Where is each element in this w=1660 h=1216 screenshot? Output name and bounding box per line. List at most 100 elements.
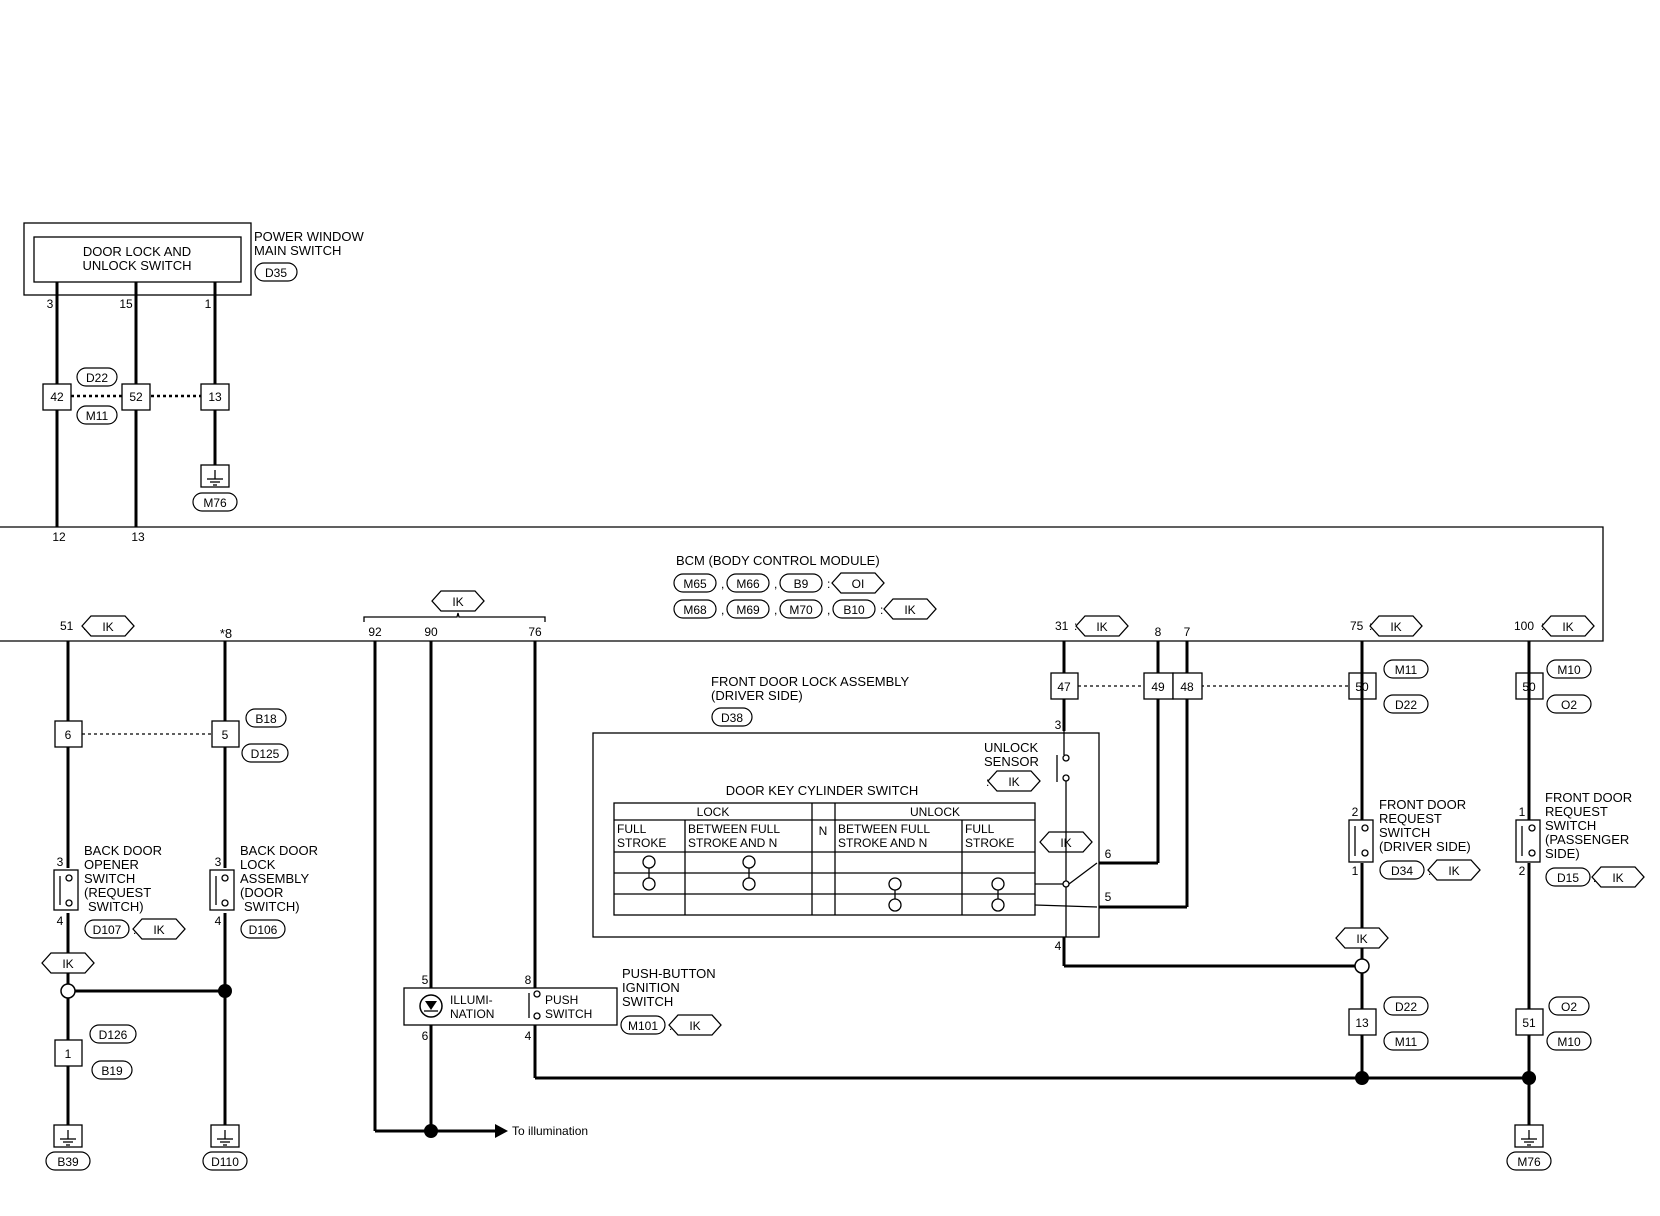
svg-text:5: 5 bbox=[422, 973, 429, 987]
pin-1: 1 bbox=[205, 297, 212, 311]
jpin-13: 13 bbox=[208, 390, 222, 404]
svg-text:IGNITION: IGNITION bbox=[622, 980, 680, 995]
svg-text:SENSOR: SENSOR bbox=[984, 754, 1039, 769]
conn-m11-b: M11 bbox=[1395, 663, 1418, 677]
inner-label-1: DOOR LOCK AND bbox=[83, 244, 191, 259]
connector-d35: D35 bbox=[254, 262, 298, 282]
svg-text:3: 3 bbox=[57, 855, 64, 869]
bcm-pin-100: 100 bbox=[1514, 619, 1534, 633]
svg-text:IK: IK bbox=[102, 620, 113, 634]
svg-text:FULL: FULL bbox=[617, 822, 647, 836]
svg-text:STROKE: STROKE bbox=[617, 836, 666, 850]
svg-text:(DRIVER SIDE): (DRIVER SIDE) bbox=[1379, 839, 1471, 854]
svg-text:4: 4 bbox=[525, 1029, 532, 1043]
svg-text:2: 2 bbox=[1352, 805, 1359, 819]
svg-text:FRONT DOOR: FRONT DOOR bbox=[1545, 790, 1632, 805]
svg-text:SWITCH: SWITCH bbox=[84, 871, 135, 886]
left-bottom-section: IK 1 D126 B19 B39 D110 bbox=[41, 952, 248, 1171]
svg-text:SWITCH): SWITCH) bbox=[244, 899, 300, 914]
svg-text:6: 6 bbox=[1105, 847, 1112, 861]
svg-text:13: 13 bbox=[1355, 1016, 1369, 1030]
conn-m11-c: M11 bbox=[1395, 1035, 1418, 1049]
svg-text:8: 8 bbox=[525, 973, 532, 987]
ground-d110: D110 bbox=[211, 1155, 239, 1169]
to-illumination-label: To illumination bbox=[512, 1124, 588, 1138]
svg-text:(DOOR: (DOOR bbox=[240, 885, 283, 900]
front-door-lock-assembly: FRONT DOOR LOCK ASSEMBLY (DRIVER SIDE) D… bbox=[592, 674, 1112, 953]
bcm-pin-31: 31 bbox=[1055, 619, 1069, 633]
mid-junction: 47 49 48 50 M11 D22 50 M10 O2 bbox=[1050, 659, 1592, 714]
pin-15: 15 bbox=[119, 297, 133, 311]
pin-3: 3 bbox=[47, 297, 54, 311]
conn-b19: B19 bbox=[101, 1064, 123, 1078]
svg-text:SWITCH: SWITCH bbox=[1379, 825, 1430, 840]
conn-b18: B18 bbox=[255, 712, 277, 726]
svg-text:BETWEEN FULL: BETWEEN FULL bbox=[838, 822, 930, 836]
svg-text:PUSH: PUSH bbox=[545, 993, 578, 1007]
svg-text:(REQUEST: (REQUEST bbox=[84, 885, 151, 900]
conn-d15: D15 bbox=[1557, 871, 1579, 885]
bcm-pin-75: 75 bbox=[1350, 619, 1364, 633]
back-door-lock-assembly: 3 4 BACK DOOR LOCK ASSEMBLY (DOOR SWITCH… bbox=[209, 843, 318, 939]
svg-text:IK: IK bbox=[1612, 871, 1623, 885]
svg-text:4: 4 bbox=[215, 914, 222, 928]
svg-text:BACK DOOR: BACK DOOR bbox=[84, 843, 162, 858]
pw-title-1: POWER WINDOW bbox=[254, 229, 364, 244]
jpin-42: 42 bbox=[50, 390, 64, 404]
bcm-pin-13: 13 bbox=[131, 530, 145, 544]
svg-text:,: , bbox=[827, 603, 830, 617]
svg-text:SWITCH: SWITCH bbox=[622, 994, 673, 1009]
svg-text:NATION: NATION bbox=[450, 1007, 494, 1021]
conn-d34: D34 bbox=[1391, 864, 1413, 878]
conn-d22: D22 bbox=[86, 371, 108, 385]
svg-text:(PASSENGER: (PASSENGER bbox=[1545, 832, 1629, 847]
svg-text:LOCK: LOCK bbox=[240, 857, 276, 872]
svg-text:OPENER: OPENER bbox=[84, 857, 139, 872]
door-key-cylinder-switch-table: DOOR KEY CYLINDER SWITCH LOCK UNLOCK N F… bbox=[613, 783, 1036, 916]
front-door-request-switch-passenger: 1 2 FRONT DOOR REQUEST SWITCH (PASSENGER… bbox=[1506, 790, 1645, 1171]
conn-d106: D106 bbox=[249, 923, 278, 937]
conn-d22-b: D22 bbox=[1395, 698, 1417, 712]
svg-text:ASSEMBLY: ASSEMBLY bbox=[240, 871, 309, 886]
svg-text:FRONT DOOR: FRONT DOOR bbox=[1379, 797, 1466, 812]
pw-title-2: MAIN SWITCH bbox=[254, 243, 341, 258]
ground-m76-top: M76 bbox=[192, 464, 238, 512]
power-window-main-switch: DOOR LOCK AND UNLOCK SWITCH POWER WINDOW… bbox=[23, 222, 364, 311]
svg-text:IK: IK bbox=[62, 957, 73, 971]
svg-text:,: , bbox=[774, 577, 777, 591]
conn-m69: M69 bbox=[736, 603, 760, 617]
bcm-pin-76: 76 bbox=[528, 625, 542, 639]
conn-m101: M101 bbox=[628, 1019, 658, 1033]
mpin-47: 47 bbox=[1057, 680, 1071, 694]
svg-text:3: 3 bbox=[215, 855, 222, 869]
svg-text:IK: IK bbox=[1356, 932, 1367, 946]
svg-text:FULL: FULL bbox=[965, 822, 995, 836]
svg-text:IK: IK bbox=[1008, 775, 1019, 789]
bcm-pin-92: 92 bbox=[368, 625, 382, 639]
ground-b39: B39 bbox=[57, 1155, 79, 1169]
svg-text:5: 5 bbox=[1105, 890, 1112, 904]
mpin-49: 49 bbox=[1151, 680, 1165, 694]
svg-text::: : bbox=[827, 577, 830, 591]
tag-oi: OI bbox=[852, 577, 865, 591]
tag-ik-bcm: IK bbox=[904, 603, 915, 617]
ground-m76-right: M76 bbox=[1517, 1155, 1541, 1169]
svg-text:51: 51 bbox=[1522, 1016, 1536, 1030]
svg-text:SWITCH: SWITCH bbox=[545, 1007, 592, 1021]
conn-d125: D125 bbox=[251, 747, 280, 761]
svg-text:N: N bbox=[819, 824, 828, 838]
svg-text:M76: M76 bbox=[203, 496, 227, 510]
svg-text:SWITCH): SWITCH) bbox=[88, 899, 144, 914]
conn-o2-b: O2 bbox=[1561, 1000, 1577, 1014]
svg-text:REQUEST: REQUEST bbox=[1545, 804, 1608, 819]
svg-text:SWITCH: SWITCH bbox=[1545, 818, 1596, 833]
front-door-request-switch-driver: 2 1 FRONT DOOR REQUEST SWITCH (DRIVER SI… bbox=[1335, 797, 1481, 1085]
svg-text:IK: IK bbox=[1448, 864, 1459, 878]
svg-text::: : bbox=[880, 603, 883, 617]
conn-m11: M11 bbox=[86, 409, 109, 423]
inner-label-2: UNLOCK SWITCH bbox=[82, 258, 191, 273]
conn-b10: B10 bbox=[843, 603, 865, 617]
svg-text:6: 6 bbox=[422, 1029, 429, 1043]
svg-text:2: 2 bbox=[1519, 864, 1526, 878]
mpin-48: 48 bbox=[1180, 680, 1194, 694]
